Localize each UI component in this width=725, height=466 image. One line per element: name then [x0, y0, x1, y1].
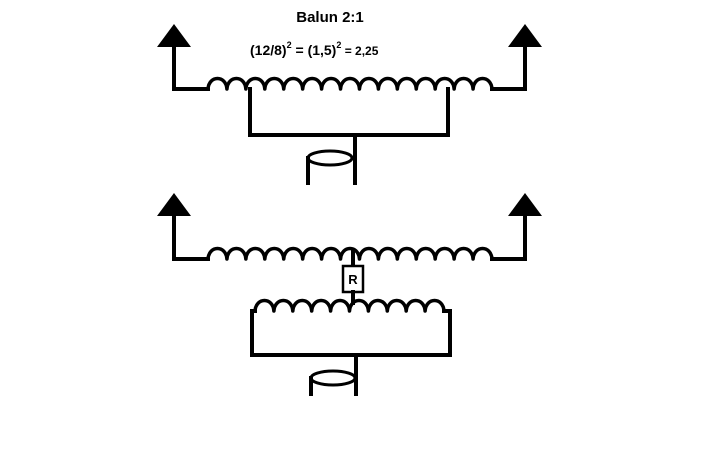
formula-result: = 2,25: [341, 44, 378, 58]
top-right-antenna-arrow-icon: [508, 24, 542, 47]
top-winding: [206, 76, 494, 91]
bottom-left-antenna-arrow-icon: [157, 193, 191, 216]
top-left-antenna-arrow-icon: [157, 24, 191, 47]
bottom-upper-winding: [206, 246, 494, 261]
impedance-formula: (12/8)2 = (1,5)2 = 2,25: [250, 40, 379, 58]
bottom-coax-connector-icon: [309, 369, 357, 396]
bottom-right-antenna-arrow-icon: [508, 193, 542, 216]
top-tap-loop: [248, 87, 450, 137]
top-right-antenna-lead: [490, 43, 527, 91]
bottom-tap-loop: [250, 309, 452, 357]
formula-left-base: (12/8): [250, 42, 287, 58]
bottom-left-antenna-lead: [172, 212, 210, 261]
resistor-label: R: [348, 272, 358, 287]
formula-left-exp: 2: [287, 40, 292, 50]
top-left-antenna-lead: [172, 43, 210, 91]
formula-mid-exp: 2: [336, 40, 341, 50]
bottom-lower-winding: [253, 298, 446, 313]
formula-mid-base: (1,5): [308, 42, 337, 58]
top-balun-circuit: [157, 24, 542, 185]
bottom-right-antenna-lead: [490, 212, 527, 261]
diagram-title: Balun 2:1: [296, 9, 364, 26]
bottom-balun-circuit: R: [157, 193, 542, 396]
formula-eq1: =: [292, 42, 308, 58]
top-coax-connector-icon: [306, 149, 354, 185]
